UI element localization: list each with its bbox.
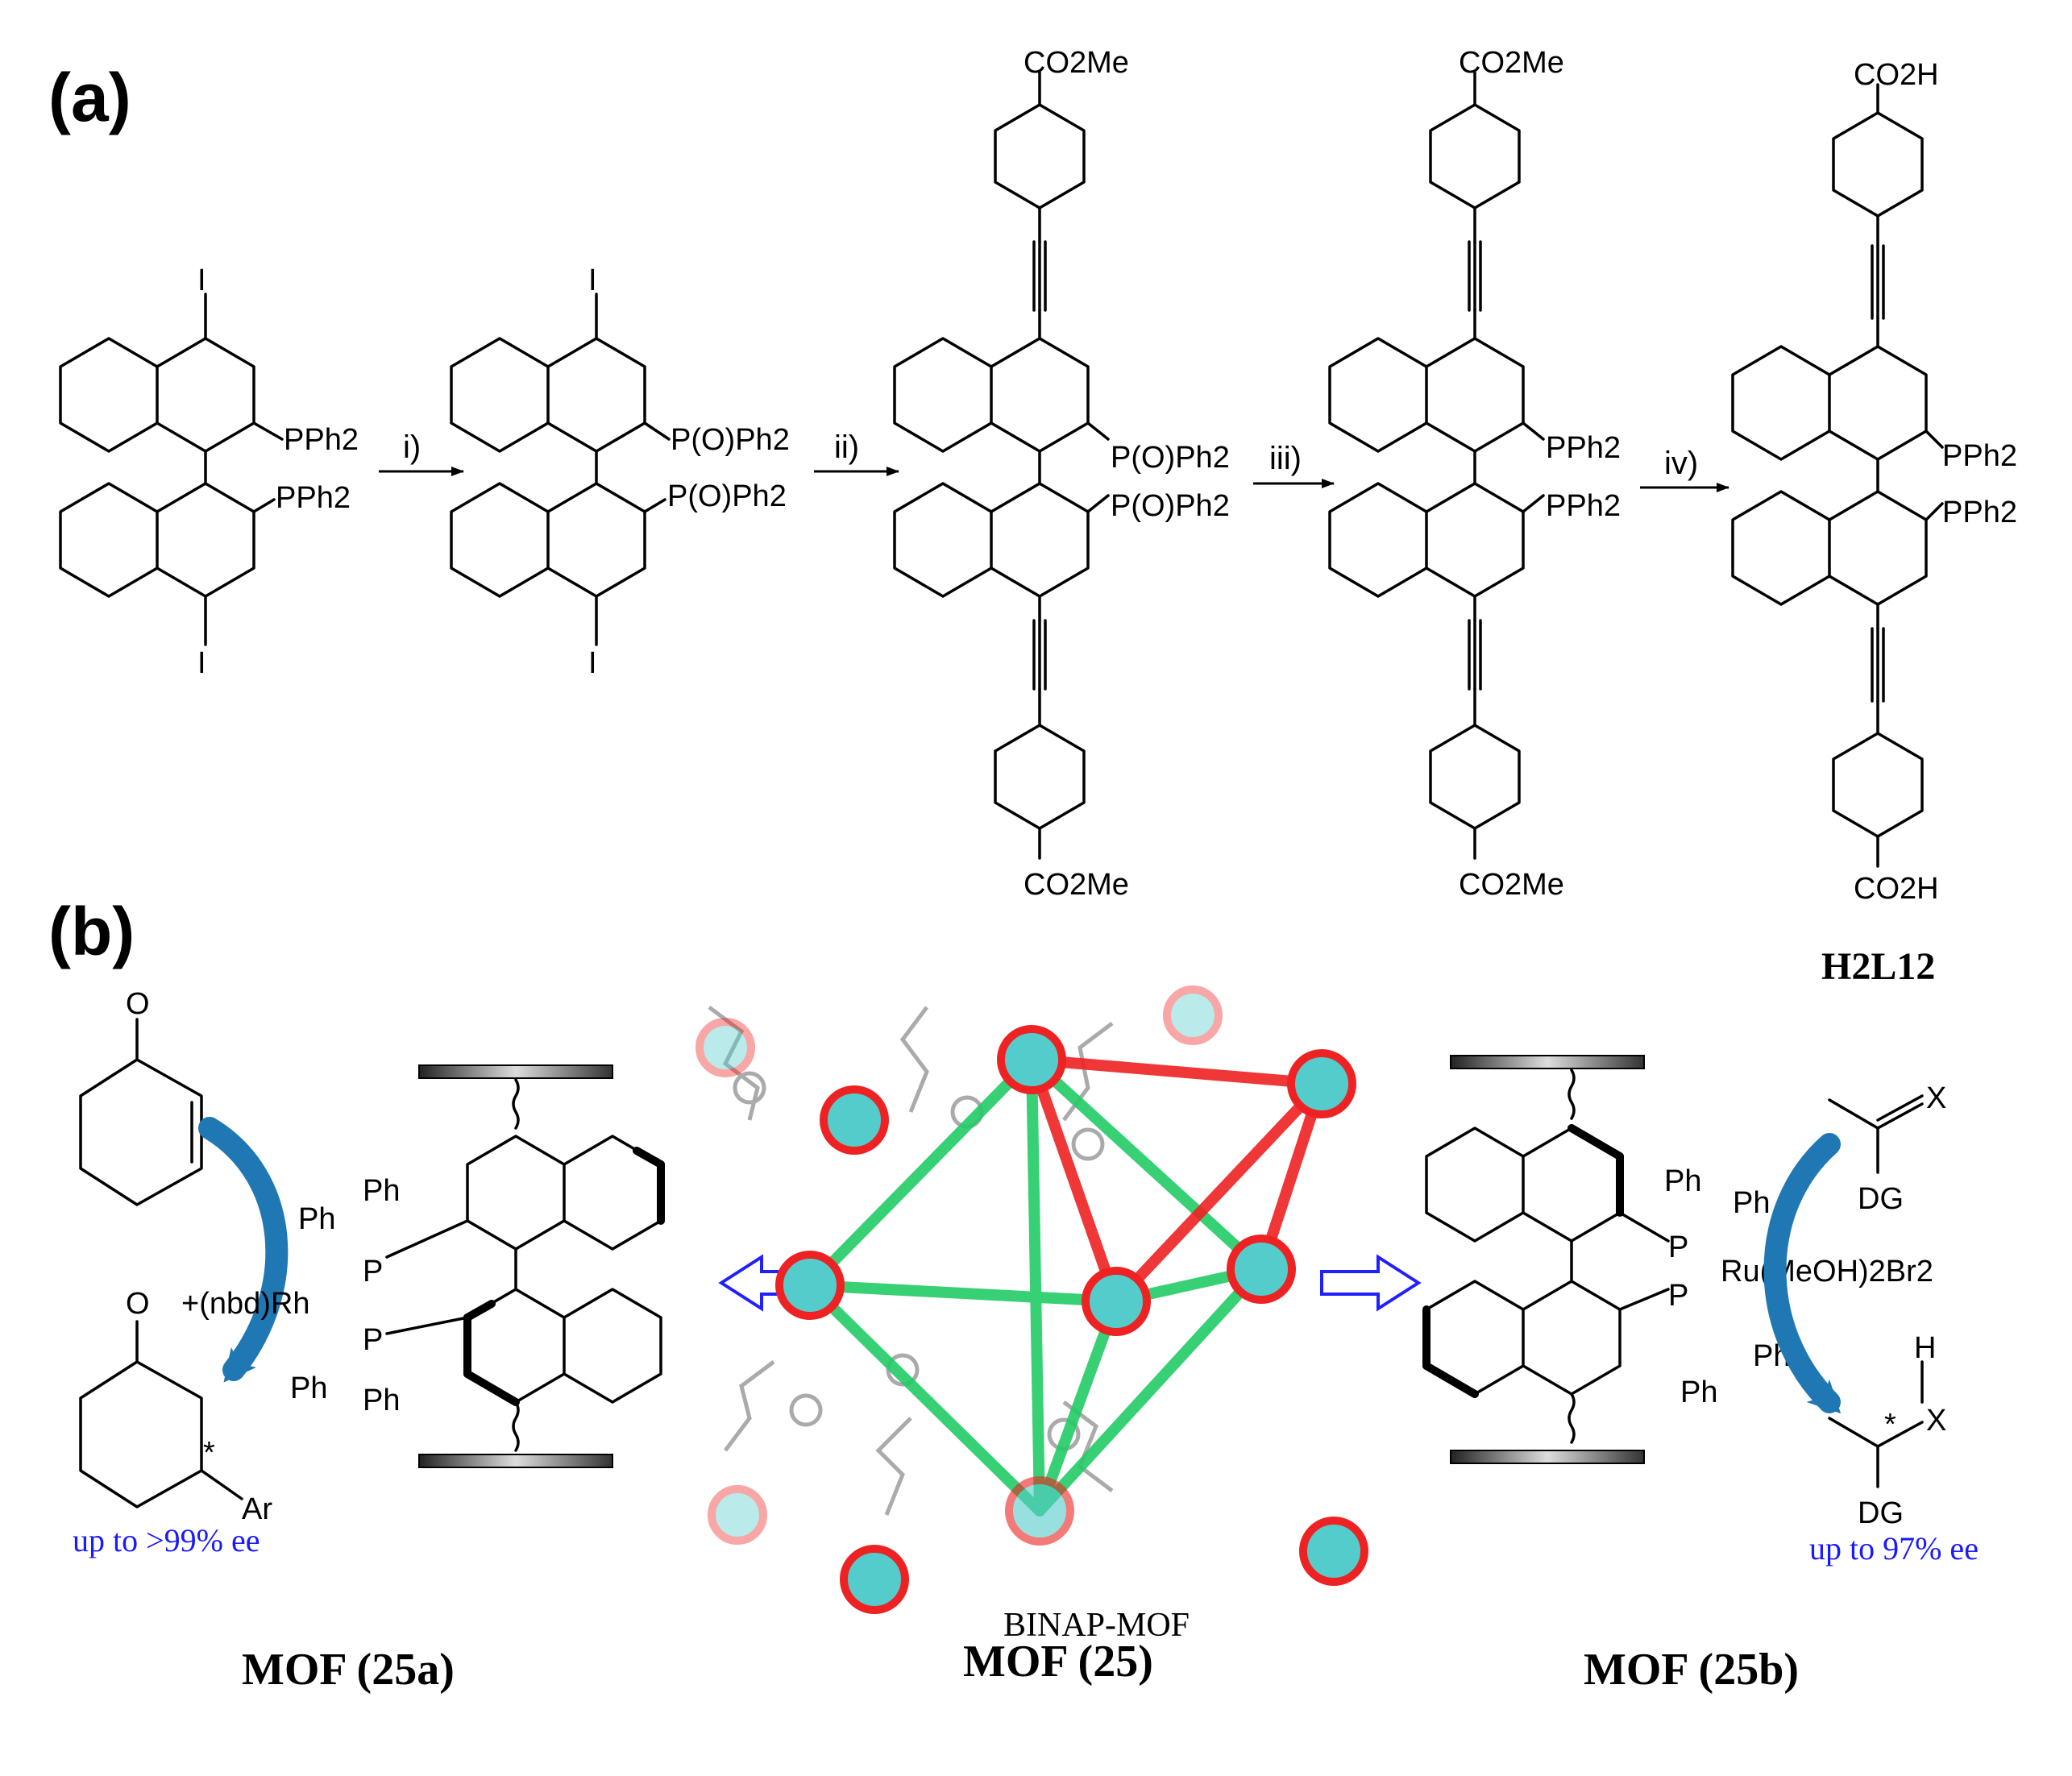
iodo-bottom: I [588, 646, 597, 680]
caption-mof-25: MOF (25) [963, 1637, 1153, 1687]
benzoate-top [1429, 71, 1521, 340]
zr-clusters [696, 986, 1368, 1614]
binaphthyl-core [59, 293, 284, 646]
reaction-arrows: i) ii) iii) iv) [379, 429, 1729, 492]
caption-mof-25a: MOF (25a) [242, 1645, 455, 1695]
ester-top: CO2Me [1459, 46, 1564, 80]
acid-top: CO2H [1854, 58, 1939, 92]
h2l12-label: H2L12 [1821, 945, 1935, 988]
ph-label: Ph [298, 1202, 335, 1236]
dg-top: DG [1858, 1182, 1904, 1216]
panel-a-label: (a) [48, 60, 131, 135]
compound-1-diiodo-binap: I I PPh2 PPh2 [59, 263, 359, 680]
p-label: P [1668, 1279, 1688, 1313]
reduced-product [1828, 1360, 1924, 1488]
pph2-top: PPh2 [1942, 439, 2017, 473]
ph-label: Ph [290, 1371, 327, 1405]
ph-label: Ph [1680, 1376, 1717, 1409]
catalysis-arrow-right [1763, 1133, 1842, 1414]
mof-25b-scheme: Ph Ph P Ru(MeOH)2Br2 P Ph Ph X DG [1422, 1055, 1979, 1695]
binap-ligand-left [385, 1064, 665, 1468]
pph2-bottom: PPh2 [276, 481, 351, 515]
catalysis-arrow-left [198, 1117, 289, 1383]
hydrogen-label: H [1914, 1331, 1936, 1365]
open-arrow-right [1320, 1254, 1422, 1312]
panel-b-label: (b) [48, 894, 135, 969]
ester-bottom: CO2Me [1459, 868, 1564, 902]
framework-rods-green [804, 1054, 1267, 1517]
ph-label: Ph [363, 1384, 400, 1417]
benzoate-bottom [1832, 603, 1924, 868]
ph-label: Ph [1664, 1164, 1701, 1198]
acid-bottom: CO2H [1854, 872, 1939, 906]
iodo-bottom: I [197, 646, 206, 680]
step-i-label: i) [403, 429, 421, 465]
substrate [1828, 1094, 1924, 1174]
compound-2-phosphine-oxide: I I P(O)Ph2 P(O)Ph2 [450, 263, 790, 680]
binap-mof-label: BINAP-MOF [1003, 1607, 1190, 1644]
binaphthyl-core [1731, 345, 1944, 606]
compound-5-h2l12: CO2H CO2H PPh2 PPh2 H2L12 [1731, 58, 2017, 988]
ph-label: Ph [1733, 1186, 1770, 1220]
ru-label: Ru(MeOH)2Br2 [1721, 1255, 1933, 1288]
aryl-label: Ar [242, 1492, 272, 1526]
pooph2-top: P(O)Ph2 [671, 423, 790, 457]
panel-b: (b) O O * Ar up to >99% ee Ph [48, 894, 1979, 1695]
ester-top: CO2Me [1024, 46, 1129, 80]
dg-bottom: DG [1858, 1496, 1904, 1530]
ester-bottom: CO2Me [1024, 868, 1129, 902]
cyclohexenone [79, 1018, 203, 1206]
p-label: P [363, 1255, 383, 1288]
ester-top-text: CO2Me [1024, 46, 1129, 80]
rh-label: +(nbd)Rh [181, 1287, 309, 1321]
ph-label: Ph [363, 1174, 400, 1208]
pph2-bottom: PPh2 [1942, 496, 2017, 529]
caption-mof-25b: MOF (25b) [1584, 1645, 1799, 1695]
ketone-oxygen-bottom: O [126, 1287, 150, 1321]
pph2-bottom: PPh2 [1546, 489, 1621, 523]
compound-4-diester-phosphine: CO2Me CO2Me PPh2 PPh2 [1328, 46, 1621, 902]
iodo-top: I [588, 263, 597, 297]
heteroatom-x-top: X [1926, 1081, 1946, 1115]
stereocenter-right: * [1884, 1408, 1896, 1442]
benzoate-bottom [1429, 595, 1521, 860]
ee-left: up to >99% ee [73, 1522, 260, 1558]
pooph2-bottom: P(O)Ph2 [667, 479, 787, 513]
step-iii-label: iii) [1269, 441, 1302, 476]
pooph2-bottom: P(O)Ph2 [1111, 489, 1230, 523]
cyclohexanone-product [79, 1320, 243, 1508]
binaphthyl-core [893, 337, 1110, 598]
p-label: P [363, 1323, 383, 1357]
stereocenter-left: * [203, 1436, 215, 1470]
benzoate-top [1832, 83, 1924, 348]
compound-3-diester-oxide: CO2Me CO2Me P(O)Ph2 P(O)Ph2 [893, 46, 1230, 902]
pph2-top: PPh2 [284, 423, 359, 457]
step-iv-label: iv) [1664, 446, 1698, 481]
benzoate-bottom [994, 595, 1086, 860]
mof-25a-scheme: O O * Ar up to >99% ee Ph Ph P +(nbd)Rh … [73, 987, 665, 1695]
panel-a: (a) i) ii) iii) iv) [48, 46, 2017, 988]
pooph2-top: P(O)Ph2 [1111, 441, 1230, 475]
ketone-oxygen-top: O [126, 987, 150, 1021]
mof-25-structure: BINAP-MOF MOF (25) [696, 986, 1368, 1687]
pph2-top: PPh2 [1546, 431, 1621, 465]
binaphthyl-core [450, 293, 671, 646]
iodo-top: I [197, 263, 206, 297]
binap-ligand-right [1422, 1055, 1670, 1464]
binaphthyl-core [1328, 337, 1545, 598]
step-ii-label: ii) [834, 429, 859, 465]
heteroatom-x-bottom: X [1926, 1404, 1946, 1438]
p-label: P [1668, 1230, 1688, 1264]
benzoate-top [994, 71, 1086, 340]
ee-right: up to 97% ee [1809, 1530, 1979, 1566]
